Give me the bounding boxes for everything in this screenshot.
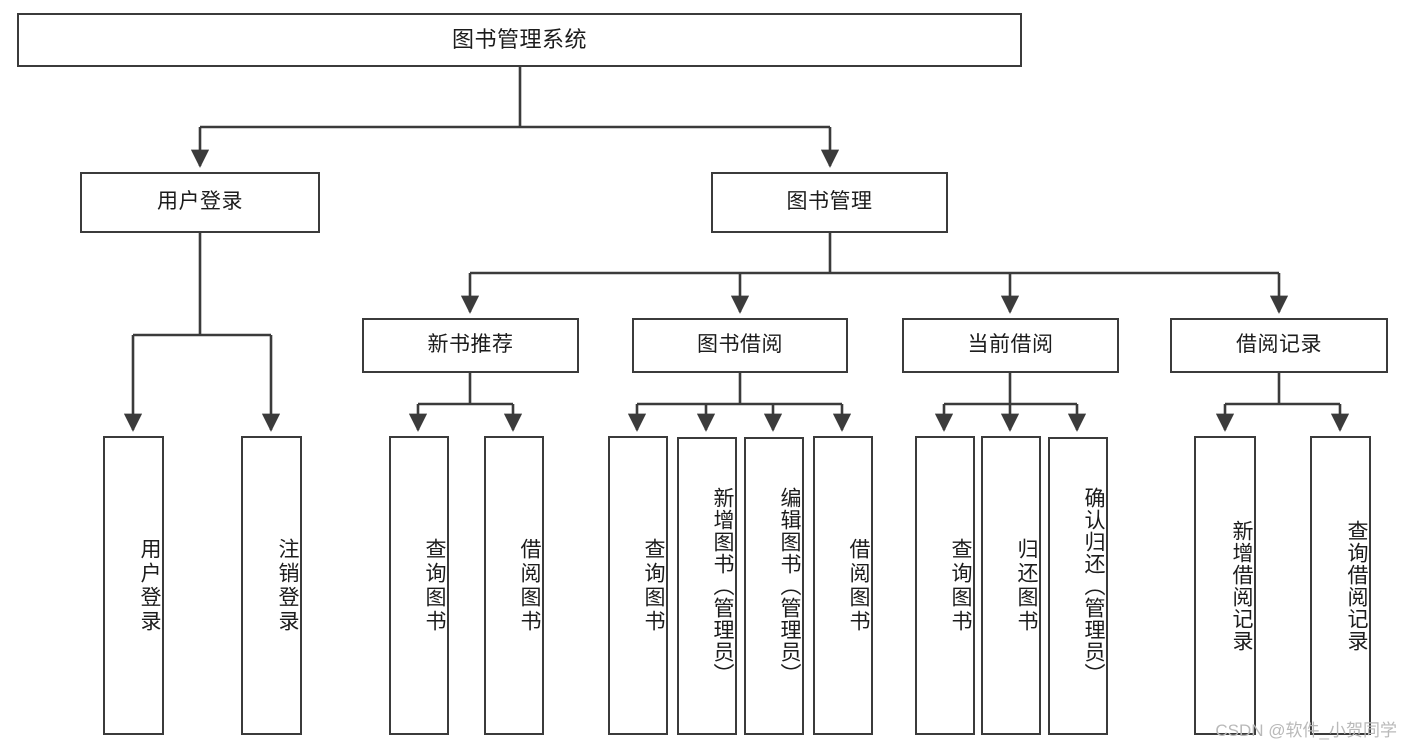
node-book-manage-label: 图书管理 [786,190,873,214]
node-leaf-confirm-return[interactable]: 确认归还（管理员） [1048,437,1108,735]
node-new-book-recommend[interactable]: 新书推荐 [362,318,579,373]
node-borrow-record-label: 借阅记录 [1236,333,1322,357]
node-leaf-user-login-label: 用户登录 [138,537,161,634]
node-current-borrow-label: 当前借阅 [967,333,1054,357]
node-user-login[interactable]: 用户登录 [80,172,320,233]
node-leaf-edit-book-label: 编辑图书（管理员） [778,487,801,685]
node-leaf-logout-label: 注销登录 [276,537,299,634]
node-leaf-confirm-return-label: 确认归还（管理员） [1082,487,1105,685]
node-leaf-add-book-label: 新增图书（管理员） [711,487,734,685]
node-book-manage[interactable]: 图书管理 [711,172,948,233]
node-leaf-query-book-2[interactable]: 查询图书 [608,436,668,735]
node-leaf-query-book-1[interactable]: 查询图书 [389,436,449,735]
node-leaf-borrow-book-1[interactable]: 借阅图书 [484,436,544,735]
node-user-login-label: 用户登录 [157,190,243,214]
node-leaf-return-book[interactable]: 归还图书 [981,436,1041,735]
node-leaf-query-book-1-label: 查询图书 [423,537,446,634]
node-leaf-query-record-label: 查询借阅记录 [1345,519,1368,652]
node-leaf-add-book[interactable]: 新增图书（管理员） [677,437,737,735]
node-book-borrow[interactable]: 图书借阅 [632,318,848,373]
node-new-book-recommend-label: 新书推荐 [427,333,514,357]
node-borrow-record[interactable]: 借阅记录 [1170,318,1388,373]
csdn-watermark: CSDN @软件_小贺同学 [1215,721,1397,740]
node-leaf-edit-book[interactable]: 编辑图书（管理员） [744,437,804,735]
node-leaf-return-book-label: 归还图书 [1015,537,1038,634]
node-root-label: 图书管理系统 [451,27,587,53]
node-leaf-add-record-label: 新增借阅记录 [1230,519,1253,652]
node-leaf-add-record[interactable]: 新增借阅记录 [1194,436,1256,735]
node-root[interactable]: 图书管理系统 [17,13,1022,67]
node-leaf-borrow-book-2-label: 借阅图书 [847,537,870,634]
node-leaf-user-login[interactable]: 用户登录 [103,436,164,735]
node-leaf-query-book-3[interactable]: 查询图书 [915,436,975,735]
node-leaf-query-book-3-label: 查询图书 [949,537,972,634]
node-leaf-query-book-2-label: 查询图书 [642,537,665,634]
node-book-borrow-label: 图书借阅 [697,333,783,357]
node-current-borrow[interactable]: 当前借阅 [902,318,1119,373]
node-leaf-logout[interactable]: 注销登录 [241,436,302,735]
node-leaf-borrow-book-1-label: 借阅图书 [518,537,541,634]
node-leaf-borrow-book-2[interactable]: 借阅图书 [813,436,873,735]
node-leaf-query-record[interactable]: 查询借阅记录 [1310,436,1371,735]
